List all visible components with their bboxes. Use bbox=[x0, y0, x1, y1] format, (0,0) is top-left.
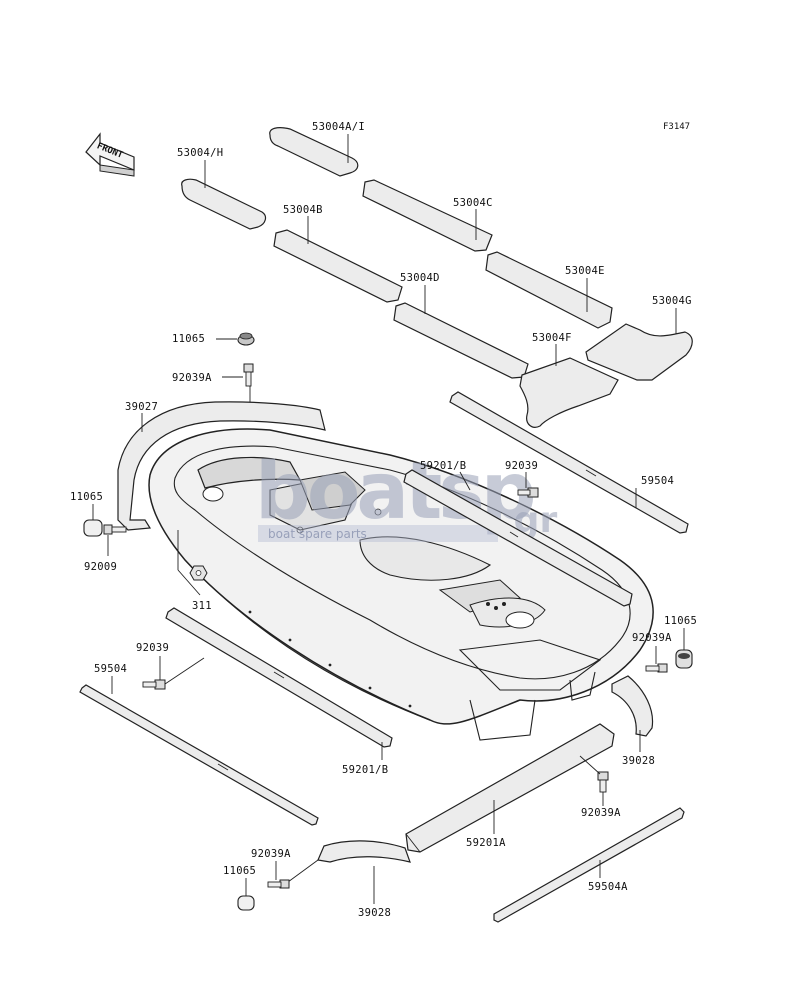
label-53004C: 53004C bbox=[453, 197, 493, 209]
mat-53004H bbox=[181, 160, 267, 230]
label-59201B-upper: 59201/B bbox=[420, 460, 466, 472]
mat-53004D bbox=[393, 285, 529, 379]
label-11065-right: 11065 bbox=[664, 615, 697, 627]
watermark-tagline: boat spare parts bbox=[268, 527, 367, 541]
rail-59201A bbox=[405, 723, 615, 853]
plug-11065-bottom bbox=[237, 878, 255, 911]
label-39027: 39027 bbox=[125, 401, 158, 413]
label-311: 311 bbox=[192, 600, 212, 612]
hull-body bbox=[148, 428, 654, 741]
bolt-92009 bbox=[103, 524, 127, 556]
plug-11065-right bbox=[675, 628, 693, 669]
plug-11065-top bbox=[216, 332, 255, 346]
label-53004H: 53004/H bbox=[177, 147, 223, 159]
label-92039-upper: 92039 bbox=[505, 460, 538, 472]
mat-53004G bbox=[585, 308, 693, 381]
label-53004E: 53004E bbox=[565, 265, 605, 277]
watermark: boatsp .gr boat spare parts bbox=[255, 447, 557, 542]
figure-ref-label: F3147 bbox=[663, 122, 690, 132]
label-92039A-lower: 92039A bbox=[581, 807, 621, 819]
label-53004F: 53004F bbox=[532, 332, 572, 344]
bolt-92039A-right bbox=[645, 646, 668, 673]
rail-59504-upper bbox=[449, 391, 689, 534]
label-11065-left: 11065 bbox=[70, 491, 103, 503]
mat-53004F bbox=[519, 344, 619, 428]
mat-53004C bbox=[362, 179, 493, 252]
label-59504A: 59504A bbox=[588, 881, 628, 893]
mat-53004B bbox=[273, 216, 403, 303]
label-53004AI: 53004A/I bbox=[312, 121, 365, 133]
label-39028-bottom: 39028 bbox=[358, 907, 391, 919]
nut-311 bbox=[177, 530, 208, 596]
mat-53004AI bbox=[269, 127, 359, 177]
label-53004D: 53004D bbox=[400, 272, 440, 284]
label-92039A-right: 92039A bbox=[632, 632, 672, 644]
mat-53004E bbox=[485, 251, 613, 329]
label-92039-lower: 92039 bbox=[136, 642, 169, 654]
bolt-92039A-bottom bbox=[267, 861, 290, 889]
label-53004G: 53004G bbox=[652, 295, 692, 307]
bumper-39028-right bbox=[611, 675, 654, 752]
label-39028-right: 39028 bbox=[622, 755, 655, 767]
label-92009: 92009 bbox=[84, 561, 117, 573]
label-59201A: 59201A bbox=[466, 837, 506, 849]
label-11065-top: 11065 bbox=[172, 333, 205, 345]
rail-59201B-upper bbox=[403, 469, 633, 607]
rail-59504-lower bbox=[79, 676, 319, 826]
label-92039A-bottom: 92039A bbox=[251, 848, 291, 860]
rail-59504A bbox=[493, 807, 685, 923]
label-59504-lower: 59504 bbox=[94, 663, 127, 675]
bumper-39027 bbox=[117, 401, 326, 531]
label-11065-bottom: 11065 bbox=[223, 865, 256, 877]
bolt-92039-lower bbox=[142, 656, 205, 690]
label-59504-upper: 59504 bbox=[641, 475, 674, 487]
label-92039A-top: 92039A bbox=[172, 372, 212, 384]
bolt-92039A-top bbox=[222, 363, 254, 406]
label-59201B-lower: 59201/B bbox=[342, 764, 388, 776]
front-arrow-icon: FRONT bbox=[85, 132, 135, 177]
plug-11065-left bbox=[83, 504, 103, 537]
rail-59201B-lower bbox=[165, 607, 393, 760]
bolt-92039-upper bbox=[517, 472, 539, 498]
bumper-39028-bottom bbox=[287, 840, 411, 904]
bolt-92039A-lower bbox=[579, 755, 609, 806]
label-53004B: 53004B bbox=[283, 204, 323, 216]
